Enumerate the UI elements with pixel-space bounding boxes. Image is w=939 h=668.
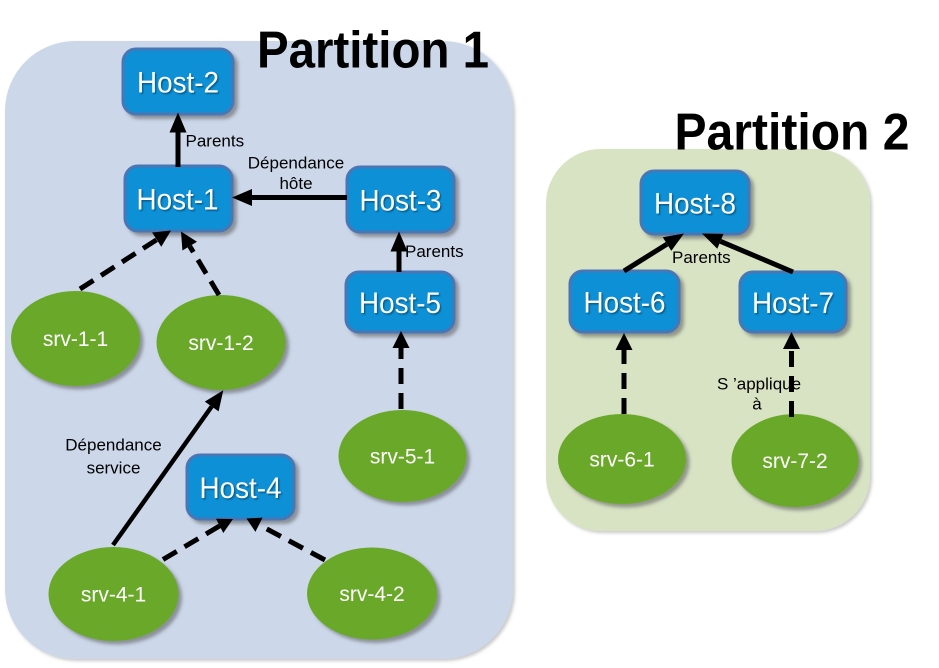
svg-text:Host-6: Host-6 [584,287,666,320]
svg-text:Parents: Parents [672,248,731,267]
svg-text:Host-5: Host-5 [359,287,441,320]
svg-text:Host-1: Host-1 [137,184,219,217]
svg-text:srv-7-2: srv-7-2 [762,450,827,473]
svg-text:srv-4-2: srv-4-2 [339,583,404,606]
svg-text:Partition 2: Partition 2 [675,104,910,162]
svg-text:Host-2: Host-2 [137,67,219,100]
svg-text:Partition 1: Partition 1 [257,22,489,80]
svg-text:srv-6-1: srv-6-1 [589,449,654,472]
svg-text:srv-1-2: srv-1-2 [188,332,253,355]
svg-text:srv-1-1: srv-1-1 [43,328,108,351]
svg-text:Host-8: Host-8 [654,188,736,221]
svg-text:Host-7: Host-7 [752,287,834,320]
svg-text:à: à [752,395,762,414]
svg-text:Host-3: Host-3 [360,185,442,218]
svg-text:Host-4: Host-4 [200,472,282,505]
svg-text:service: service [87,459,141,478]
svg-text:hôte: hôte [279,174,312,193]
svg-text:Parents: Parents [405,242,464,261]
svg-text:Parents: Parents [186,132,245,151]
svg-text:Dépendance: Dépendance [248,154,344,173]
svg-text:srv-5-1: srv-5-1 [370,446,435,469]
svg-text:S ’applique: S ’applique [717,375,801,394]
svg-text:srv-4-1: srv-4-1 [81,584,146,607]
svg-text:Dépendance: Dépendance [65,436,161,455]
